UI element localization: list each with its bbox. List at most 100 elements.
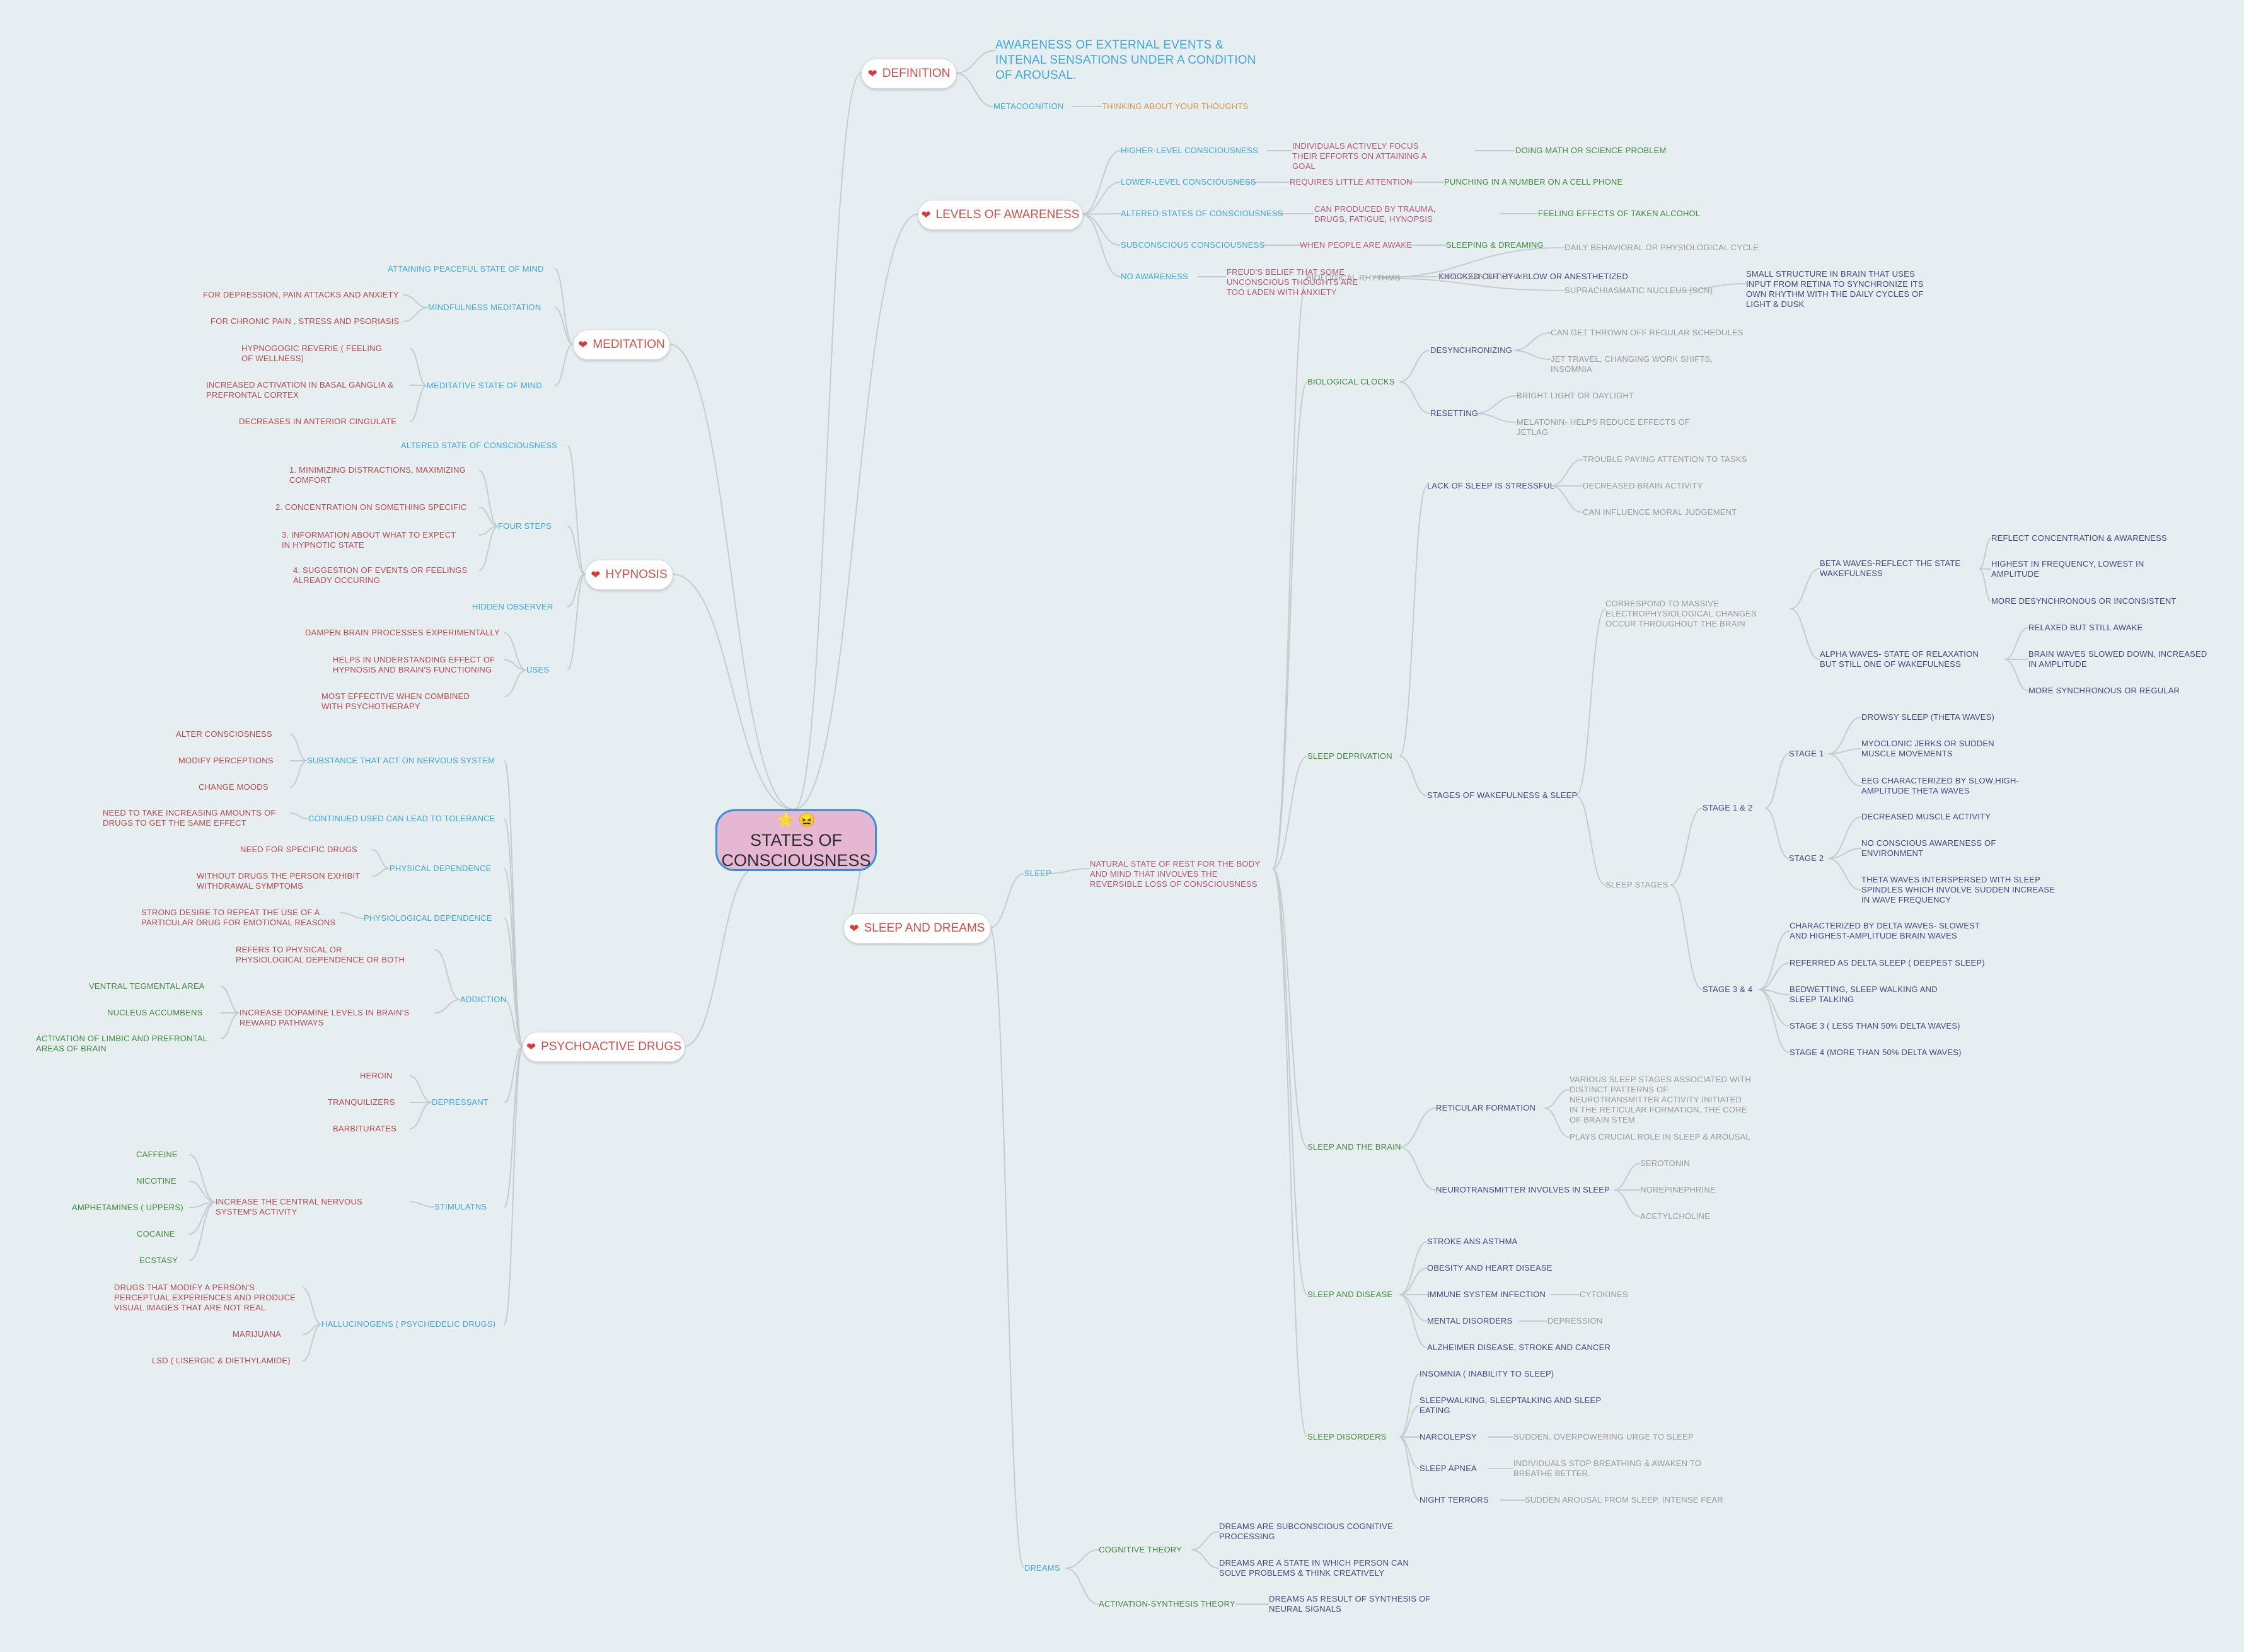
substance-item[interactable]: ALTER CONSCIOSNESS [176,729,272,739]
sleep-definition[interactable]: NATURAL STATE OF REST FOR THE BODY AND M… [1090,859,1260,889]
dopamine-item[interactable]: ACTIVATION OF LIMBIC AND PREFRONTAL AREA… [36,1034,207,1053]
stage-2-item[interactable]: DECREASED MUSCLE ACTIVITY [1861,812,1991,821]
uses-node[interactable]: USES [526,665,550,674]
addiction-item[interactable]: REFERS TO PHYSICAL OR PHYSIOLOGICAL DEPE… [236,945,405,964]
subconscious-example[interactable]: SLEEPING & DREAMING [1446,240,1544,250]
addiction-item[interactable]: INCREASE DOPAMINE LEVELS IN BRAIN'S REWA… [240,1008,410,1027]
beta-item[interactable]: REFLECT CONCENTRATION & AWARENESS [1991,533,2167,543]
stage-1-item[interactable]: MYOCLONIC JERKS OR SUDDEN MUSCLE MOVEMEN… [1861,739,1994,758]
subconscious-desc[interactable]: WHEN PEOPLE ARE AWAKE [1300,240,1413,250]
altered-states-node[interactable]: ALTERED-STATES OF CONSCIOUSNESS [1121,209,1283,218]
meditative-item[interactable]: INCREASED ACTIVATION IN BASAL GANGLIA & … [206,380,394,400]
stimulants-node[interactable]: STIMULATNS [434,1202,487,1211]
sleep-disorders-node[interactable]: SLEEP DISORDERS [1307,1432,1387,1441]
beta-waves-node[interactable]: BETA WAVES-REFLECT THE STATE WAKEFULNESS [1820,558,1961,578]
stage-1-item[interactable]: EEG CHARACTERIZED BY SLOW,HIGH-AMPLITUDE… [1861,776,2020,795]
step-item[interactable]: 2. CONCENTRATION ON SOMETHING SPECIFIC [275,502,467,512]
stage-1-item[interactable]: DROWSY SLEEP (THETA WAVES) [1861,712,1995,722]
stage-2-item[interactable]: THETA WAVES INTERSPERSED WITH SLEEP SPIN… [1861,875,2056,904]
depressant-node[interactable]: DEPRESSANT [432,1097,489,1107]
biological-clocks-node[interactable]: BIOLOGICAL CLOCKS [1307,377,1395,386]
thinking-node[interactable]: THINKING ABOUT YOUR THOUGHTS [1102,101,1249,111]
physical-item[interactable]: NEED FOR SPECIFIC DRUGS [240,845,357,854]
mindfulness-node[interactable]: MINDFULNESS MEDITATION [428,303,541,312]
resetting-item[interactable]: BRIGHT LIGHT OR DAYLIGHT [1517,391,1634,400]
sleep-deprivation-node[interactable]: SLEEP DEPRIVATION [1307,751,1392,761]
meditative-item[interactable]: HYPNOGOGIC REVERIE ( FEELING OF WELLNESS… [241,344,383,363]
activation-item[interactable]: DREAMS AS RESULT OF SYNTHESIS OF NEURAL … [1269,1594,1431,1614]
depressant-item[interactable]: HEROIN [360,1071,393,1080]
hallucinogens-node[interactable]: HALLUCINOGENS ( PSYCHEDELIC DRUGS) [321,1319,496,1329]
addiction-node[interactable]: ADDICTION [460,995,507,1004]
cognitive-theory-node[interactable]: COGNITIVE THEORY [1099,1545,1183,1554]
stage-2-node[interactable]: STAGE 2 [1789,853,1824,863]
daily-cycle-node[interactable]: DAILY BEHAVIORAL OR PHYSIOLOGICAL CYCLE [1564,243,1759,252]
cytokines-node[interactable]: CYTOKINES [1580,1290,1628,1299]
topic-levels-of-awareness[interactable]: ❤LEVELS OF AWARENESS [918,200,1083,230]
physical-dependence-node[interactable]: PHYSICAL DEPENDENCE [390,864,492,873]
disorder-item[interactable]: INSOMNIA ( INABILITY TO SLEEP) [1420,1369,1554,1378]
beta-item[interactable]: MORE DESYNCHRONOUS OR INCONSISTENT [1991,596,2177,606]
subconscious-node[interactable]: SUBCONSCIOUS CONSCIOUSNESS [1121,240,1265,250]
apnea-desc[interactable]: INDIVIDUALS STOP BREATHING & AWAKEN TO B… [1513,1458,1702,1478]
tolerance-item[interactable]: NEED TO TAKE INCREASING AMOUNTS OF DRUGS… [103,808,276,828]
terrors-desc[interactable]: SUDDEN AROUSAL FROM SLEEP, INTENSE FEAR [1525,1495,1723,1505]
lack-item[interactable]: DECREASED BRAIN ACTIVITY [1583,481,1703,490]
disease-item[interactable]: MENTAL DISORDERS [1427,1316,1513,1326]
lower-level-node[interactable]: LOWER-LEVEL CONSCIOUSNESS [1121,177,1256,187]
depressant-item[interactable]: BARBITURATES [333,1124,397,1133]
substance-node[interactable]: SUBSTANCE THAT ACT ON NERVOUS SYSTEM [307,756,495,765]
desync-item[interactable]: CAN GET THROWN OFF REGULAR SCHEDULES [1551,328,1744,337]
dreams-node[interactable]: DREAMS [1024,1563,1060,1573]
tolerance-node[interactable]: CONTINUED USED CAN LEAD TO TOLERANCE [308,814,495,823]
step-item[interactable]: 3. INFORMATION ABOUT WHAT TO EXPECT IN H… [282,530,456,550]
stage-3-4-item[interactable]: STAGE 4 (MORE THAN 50% DELTA WAVES) [1790,1048,1962,1057]
no-awareness-node[interactable]: NO AWARENESS [1121,272,1188,281]
disease-item[interactable]: ALZHEIMER DISEASE, STROKE AND CANCER [1427,1343,1611,1352]
altered-state-node[interactable]: ALTERED STATE OF CONSCIOUSNESS [401,441,557,450]
meditative-state-node[interactable]: MEDITATIVE STATE OF MIND [427,381,542,390]
topic-definition[interactable]: ❤DEFINITION [861,59,957,89]
uses-item[interactable]: MOST EFFECTIVE WHEN COMBINED WITH PSYCHO… [321,691,470,711]
stimulant-item[interactable]: CAFFEINE [136,1150,178,1159]
disorder-item[interactable]: SLEEPWALKING, SLEEPTALKING AND SLEEP EAT… [1420,1395,1602,1415]
sleep-node[interactable]: SLEEP [1024,869,1051,878]
activation-synthesis-node[interactable]: ACTIVATION-SYNTHESIS THEORY [1099,1599,1235,1609]
disease-item[interactable]: OBESITY AND HEART DISEASE [1427,1263,1553,1273]
topic-hypnosis[interactable]: ❤HYPNOSIS [585,560,673,590]
sleep-and-brain-node[interactable]: SLEEP AND THE BRAIN [1307,1142,1401,1152]
lack-item[interactable]: TROUBLE PAYING ATTENTION TO TASKS [1583,454,1747,464]
stage-3-4-node[interactable]: STAGE 3 & 4 [1703,985,1753,994]
physiological-dependence-node[interactable]: PHYSIOLOGICAL DEPENDENCE [364,913,492,923]
hallucinogen-item[interactable]: LSD ( LISERGIC & DIETHYLAMIDE) [152,1356,291,1365]
substance-item[interactable]: CHANGE MOODS [199,782,269,792]
lower-level-desc[interactable]: REQUIRES LITTLE ATTENTION [1290,177,1413,187]
altered-states-example[interactable]: FEELING EFFECTS OF TAKEN ALCOHOL [1538,209,1701,218]
lower-level-example[interactable]: PUNCHING IN A NUMBER ON A CELL PHONE [1444,177,1623,187]
resetting-node[interactable]: RESETTING [1430,408,1479,418]
topic-psychoactive-drugs[interactable]: ❤PSYCHOACTIVE DRUGS [523,1032,685,1062]
alpha-item[interactable]: RELAXED BUT STILL AWAKE [2028,623,2143,632]
cognitive-item[interactable]: DREAMS ARE SUBCONSCIOUS COGNITIVE PROCES… [1219,1522,1394,1541]
alpha-waves-node[interactable]: ALPHA WAVES- STATE OF RELAXATION BUT STI… [1820,649,1979,669]
hidden-observer-node[interactable]: HIDDEN OBSERVER [472,602,553,611]
disorder-item[interactable]: SLEEP APNEA [1420,1464,1477,1473]
scn-node[interactable]: SUPRACHIASMATIC NUCLEUS (SCN) [1564,286,1713,295]
circadian-node[interactable]: CIRCADIAN RHYTHMS [1438,272,1529,281]
stage-3-4-item[interactable]: CHARACTERIZED BY DELTA WAVES- SLOWEST AN… [1790,921,1980,940]
dopamine-item[interactable]: NUCLEUS ACCUMBENS [107,1008,203,1017]
disorder-item[interactable]: NIGHT TERRORS [1420,1495,1489,1505]
disease-item[interactable]: IMMUNE SYSTEM INFECTION [1427,1290,1546,1299]
disorder-item[interactable]: NARCOLEPSY [1420,1432,1477,1441]
sleep-and-disease-node[interactable]: SLEEP AND DISEASE [1307,1290,1393,1299]
lack-item[interactable]: CAN INFLUENCE MORAL JUDGEMENT [1583,507,1737,517]
depression-node[interactable]: DEPRESSION [1547,1316,1603,1326]
attaining-node[interactable]: ATTAINING PEACEFUL STATE OF MIND [388,264,544,274]
mindfulness-item[interactable]: FOR DEPRESSION, PAIN ATTACKS AND ANXIETY [203,290,399,299]
four-steps-node[interactable]: FOUR STEPS [498,521,552,531]
stimulant-item[interactable]: NICOTINE [136,1176,176,1186]
stage-1-node[interactable]: STAGE 1 [1789,749,1824,758]
step-item[interactable]: 1. MINIMIZING DISTRACTIONS, MAXIMIZING C… [289,465,466,485]
narcolepsy-desc[interactable]: SUDDEN, OVERPOWERING URGE TO SLEEP [1513,1432,1694,1441]
higher-level-desc[interactable]: INDIVIDUALS ACTIVELY FOCUS THEIR EFFORTS… [1292,141,1426,171]
